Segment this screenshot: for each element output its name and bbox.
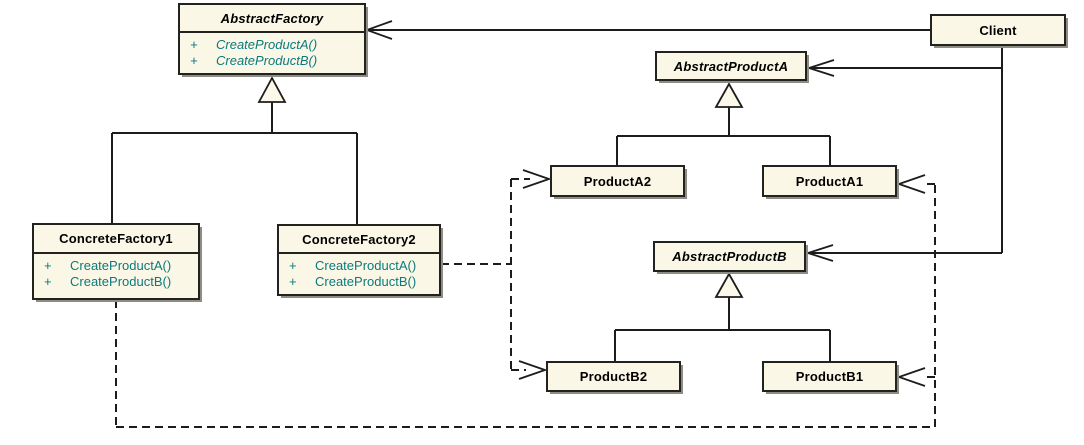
method-item: + CreateProductA(): [44, 258, 172, 273]
class-header: AbstractFactory: [180, 5, 364, 33]
method-item: + CreateProductA(): [190, 37, 318, 52]
class-product-a1: ProductA1: [762, 165, 897, 197]
class-title: ConcreteFactory2: [302, 231, 416, 247]
class-client: Client: [930, 14, 1066, 46]
class-product-b1: ProductB1: [762, 361, 897, 392]
assoc-client-abstractproducta: [806, 59, 1002, 77]
class-header: ConcreteFactory2: [279, 226, 439, 254]
dependency-concretefactory2: [441, 169, 552, 380]
class-abstract-factory: AbstractFactory + CreateProductA() + Cre…: [178, 3, 366, 75]
assoc-client-abstractfactory: [364, 20, 930, 40]
class-concrete-factory1: ConcreteFactory1 + CreateProductA() + Cr…: [32, 223, 200, 300]
assoc-client-abstractproductb: [805, 244, 1002, 262]
class-title: Client: [979, 22, 1017, 38]
class-title: ProductA2: [583, 173, 652, 189]
class-title: ConcreteFactory1: [59, 231, 173, 246]
method-item: + CreateProductB(): [190, 53, 318, 68]
class-title: ProductA1: [795, 173, 864, 189]
class-title: AbstractProductA: [673, 58, 789, 74]
generalization-product-b: [614, 272, 831, 362]
dependency-concretefactory1: [115, 174, 936, 428]
class-title: AbstractProductB: [672, 249, 787, 264]
class-concrete-factory2: ConcreteFactory2 + CreateProductA() + Cr…: [277, 224, 441, 296]
method-item: + CreateProductA(): [289, 258, 417, 273]
class-header: ConcreteFactory1: [34, 225, 198, 254]
class-product-b2: ProductB2: [546, 361, 681, 392]
class-abstract-product-b: AbstractProductB: [653, 241, 806, 272]
class-title: AbstractFactory: [220, 10, 324, 26]
generalization-factories: [111, 76, 358, 225]
method-list: + CreateProductA() + CreateProductB(): [279, 254, 439, 290]
class-title: ProductB2: [579, 369, 648, 384]
class-title: ProductB1: [795, 369, 864, 384]
method-item: + CreateProductB(): [289, 274, 417, 289]
class-abstract-product-a: AbstractProductA: [655, 51, 807, 81]
method-list: + CreateProductA() + CreateProductB(): [34, 254, 198, 290]
method-list: + CreateProductA() + CreateProductB(): [180, 33, 364, 69]
class-product-a2: ProductA2: [550, 165, 685, 197]
method-item: + CreateProductB(): [44, 274, 172, 289]
generalization-product-a: [616, 82, 831, 166]
